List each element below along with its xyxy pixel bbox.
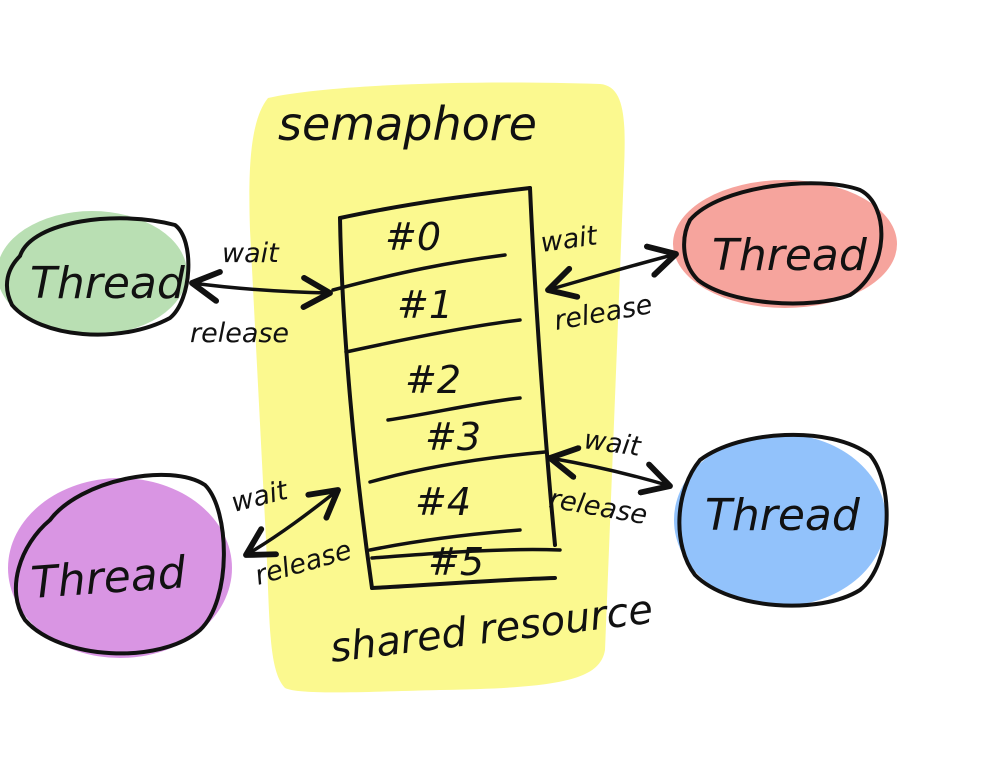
thread-label: Thread xyxy=(705,490,861,541)
thread-2-link xyxy=(545,243,679,300)
slot-5-label: #5 xyxy=(428,540,484,584)
slot-0-label: #0 xyxy=(385,215,441,259)
slot-2-label: #2 xyxy=(405,358,461,402)
slot-3-label: #3 xyxy=(425,415,481,459)
thread-label: Thread xyxy=(30,258,186,309)
slot-1-label: #1 xyxy=(397,283,453,327)
thread-label: Thread xyxy=(29,547,188,609)
thread-1-link xyxy=(189,269,333,310)
thread-node-bottom-right: Thread xyxy=(674,432,889,608)
thread-node-top-right: Thread xyxy=(673,180,897,308)
thread-1-wait-label: wait xyxy=(222,238,280,269)
thread-node-top-left: Thread xyxy=(0,211,191,337)
thread-3-link xyxy=(243,487,341,558)
thread-4-link xyxy=(547,445,673,496)
semaphore-title: semaphore xyxy=(278,97,537,151)
slot-4-label: #4 xyxy=(415,480,471,524)
shared-resource-box xyxy=(331,186,562,590)
thread-label: Thread xyxy=(712,230,868,281)
thread-node-bottom-left: Thread xyxy=(8,472,232,658)
thread-1-release-label: release xyxy=(190,318,289,349)
